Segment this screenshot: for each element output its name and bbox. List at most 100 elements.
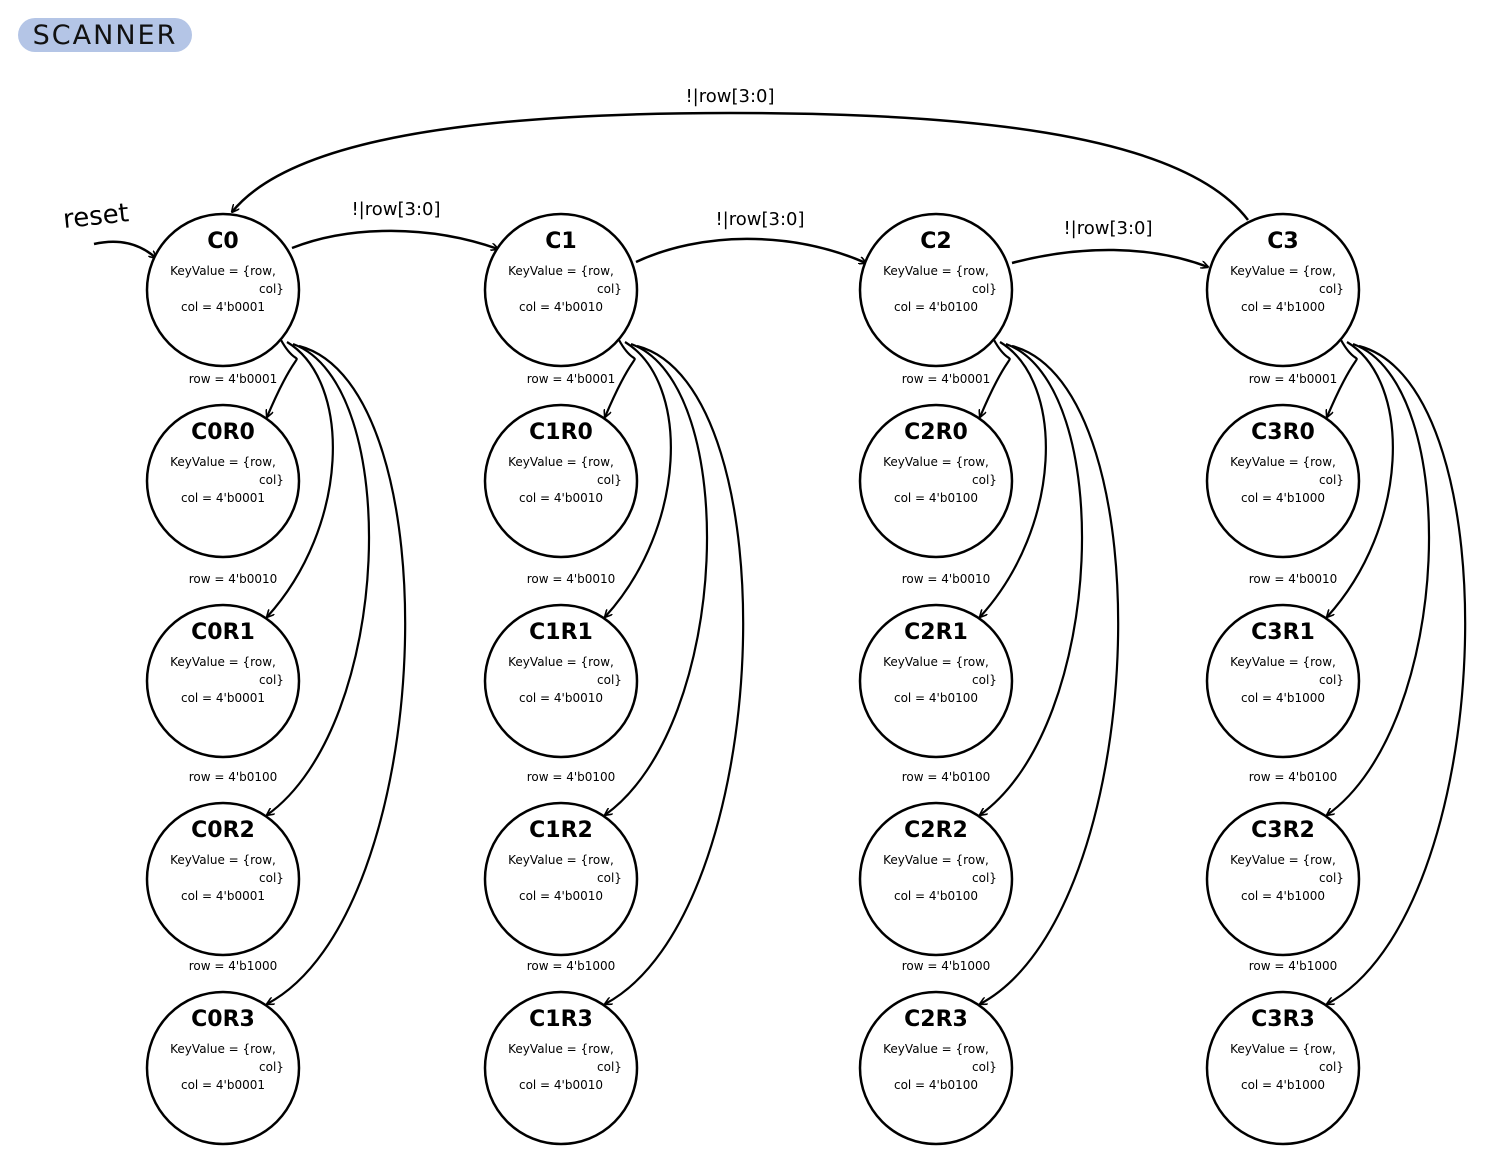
state-keyvalue-col: col}: [259, 1060, 284, 1074]
state-keyvalue-col: col}: [972, 473, 997, 487]
state-circle: [858, 212, 1014, 368]
state-name: C1R0: [529, 420, 593, 445]
row-transition-arrow: [267, 342, 370, 815]
state-keyvalue: KeyValue = {row,: [170, 264, 276, 278]
row-transition-arrow: [980, 344, 1120, 1004]
state-circle: [483, 603, 639, 759]
state-circle: [1205, 990, 1361, 1146]
diagram-title: SCANNER: [32, 19, 178, 51]
state-keyvalue-col: col}: [972, 282, 997, 296]
state-name: C1R2: [529, 818, 593, 843]
state-name: C3: [1267, 229, 1298, 254]
row-transition-arrow: [980, 341, 1047, 617]
state-name: C3R2: [1251, 818, 1315, 843]
state-col-value: col = 4'b0010: [519, 691, 603, 705]
row-transition-arrow: [1327, 341, 1394, 617]
reset-arrow: [93, 240, 156, 258]
state-keyvalue: KeyValue = {row,: [1230, 655, 1336, 669]
state-circle: [483, 403, 639, 559]
row-transition-arrow: [1327, 342, 1430, 815]
state-name: C0R1: [191, 620, 255, 645]
arrow-c1-c2: [635, 237, 866, 263]
state-circle: [145, 801, 301, 957]
state-keyvalue: KeyValue = {row,: [170, 455, 276, 469]
state-keyvalue-col: col}: [972, 673, 997, 687]
state-keyvalue-col: col}: [597, 871, 622, 885]
state-keyvalue: KeyValue = {row,: [508, 455, 614, 469]
state-name: C3R3: [1251, 1007, 1315, 1032]
state-col-value: col = 4'b1000: [1241, 300, 1325, 314]
state-keyvalue: KeyValue = {row,: [508, 853, 614, 867]
row-transition-arrow: [605, 339, 636, 417]
state-circle: [483, 801, 639, 957]
state-keyvalue: KeyValue = {row,: [508, 655, 614, 669]
state-keyvalue-col: col}: [597, 1060, 622, 1074]
state-keyvalue-col: col}: [259, 282, 284, 296]
row-transition-arrow: [1327, 344, 1467, 1004]
state-circle: [858, 403, 1014, 559]
state-name: C2R3: [904, 1007, 968, 1032]
row-transition-arrow: [605, 341, 672, 617]
state-keyvalue: KeyValue = {row,: [170, 1042, 276, 1056]
arrow-c0-c1-label: !|row[3:0]: [351, 199, 440, 220]
row-transition-arrow: [605, 342, 708, 815]
state-keyvalue-col: col}: [259, 871, 284, 885]
wrap-arrow-label: !|row[3:0]: [685, 86, 774, 107]
state-name: C0R2: [191, 818, 255, 843]
state-keyvalue: KeyValue = {row,: [170, 853, 276, 867]
arrow-c2-c3-label: !|row[3:0]: [1063, 218, 1152, 239]
state-keyvalue-col: col}: [597, 673, 622, 687]
state-keyvalue-col: col}: [597, 282, 622, 296]
title-badge: SCANNER: [18, 18, 192, 52]
state-col-value: col = 4'b1000: [1241, 1078, 1325, 1092]
state-name: C2: [920, 229, 951, 254]
state-keyvalue: KeyValue = {row,: [1230, 1042, 1336, 1056]
row-transition-label: row = 4'b0100: [1249, 770, 1338, 784]
row-transition-label: row = 4'b1000: [189, 959, 278, 973]
state-keyvalue-col: col}: [259, 473, 284, 487]
state-col-value: col = 4'b0001: [181, 1078, 265, 1092]
state-col-value: col = 4'b0001: [181, 491, 265, 505]
state-col-value: col = 4'b0001: [181, 300, 265, 314]
state-keyvalue-col: col}: [259, 673, 284, 687]
row-transition-label: row = 4'b0010: [1249, 572, 1338, 586]
state-keyvalue: KeyValue = {row,: [883, 264, 989, 278]
state-circle: [1205, 603, 1361, 759]
state-circle: [858, 801, 1014, 957]
state-circle: [145, 403, 301, 559]
state-keyvalue-col: col}: [597, 473, 622, 487]
row-transition-label: row = 4'b0001: [902, 372, 991, 386]
state-col-value: col = 4'b0100: [894, 491, 978, 505]
row-transition-arrow: [980, 342, 1083, 815]
state-keyvalue: KeyValue = {row,: [508, 264, 614, 278]
state-keyvalue-col: col}: [972, 1060, 997, 1074]
state-keyvalue-col: col}: [1319, 1060, 1344, 1074]
state-col-value: col = 4'b1000: [1241, 491, 1325, 505]
state-circle: [145, 212, 301, 368]
state-name: C0R3: [191, 1007, 255, 1032]
state-name: C3R0: [1251, 420, 1315, 445]
state-circle: [145, 603, 301, 759]
reset-label: reset: [62, 198, 131, 235]
state-col-value: col = 4'b0001: [181, 889, 265, 903]
row-transition-label: row = 4'b0100: [189, 770, 278, 784]
row-transition-arrow: [267, 344, 407, 1004]
state-col-value: col = 4'b0010: [519, 1078, 603, 1092]
row-transition-arrow: [267, 341, 334, 617]
state-col-value: col = 4'b0010: [519, 889, 603, 903]
row-transition-arrow: [605, 344, 745, 1004]
row-transition-label: row = 4'b1000: [527, 959, 616, 973]
state-keyvalue: KeyValue = {row,: [883, 853, 989, 867]
state-name: C0: [207, 229, 238, 254]
state-circle: [483, 212, 639, 368]
wrap-arrow-c3-c0: [232, 111, 1249, 221]
row-transition-label: row = 4'b1000: [1249, 959, 1338, 973]
row-transition-label: row = 4'b0010: [527, 572, 616, 586]
state-keyvalue-col: col}: [1319, 673, 1344, 687]
state-col-value: col = 4'b0010: [519, 491, 603, 505]
state-name: C2R2: [904, 818, 968, 843]
state-keyvalue-col: col}: [972, 871, 997, 885]
arrow-c0-c1: [291, 229, 498, 249]
state-col-value: col = 4'b0100: [894, 889, 978, 903]
